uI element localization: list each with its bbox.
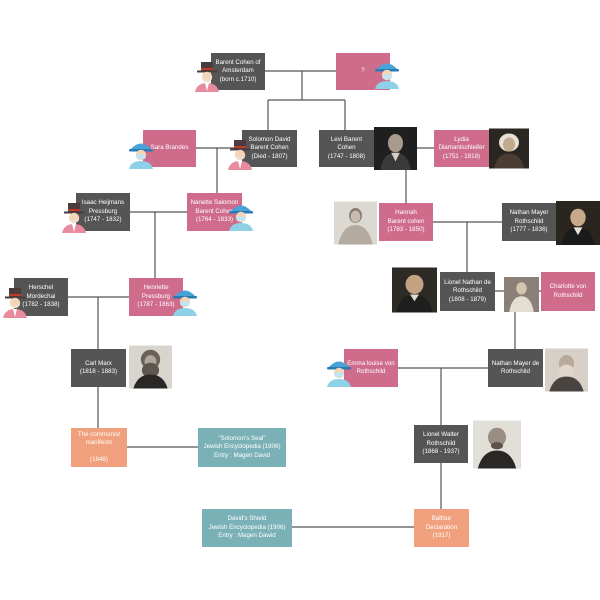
man-with-top-hat-icon bbox=[2, 288, 28, 318]
node-charlotte[interactable]: Charlotte von Rothschild bbox=[541, 272, 595, 311]
woman-with-bonnet-icon bbox=[326, 357, 352, 387]
node-solomons-seal[interactable]: "Solomon's Seal" Jewish Encyclopedia (19… bbox=[198, 428, 286, 467]
portrait-charlotte bbox=[504, 276, 539, 313]
woman-with-bonnet-icon bbox=[172, 286, 198, 316]
node-sara-brandes[interactable]: Sara Brandes bbox=[143, 130, 196, 167]
portrait-lydia bbox=[489, 127, 529, 170]
node-nathan-mayer-rothschild[interactable]: Nathan Mayer Rothschild (1777 - 1836) bbox=[502, 203, 556, 241]
node-henriette[interactable]: Henriette Pressburg (1787 - 1863) bbox=[129, 278, 183, 316]
portrait-nathan-mayer-de-rothschild bbox=[545, 343, 588, 397]
man-with-top-hat-icon bbox=[194, 62, 220, 92]
node-balfour-declaration[interactable]: Balfour Declaration (1917) bbox=[414, 509, 469, 547]
node-hannah[interactable]: Hannah Barent cohen (1783 - 1850) bbox=[379, 203, 433, 241]
node-nathan-mayer-de-rothschild[interactable]: Nathan Mayer de Rothschild bbox=[488, 349, 543, 387]
node-levi-barent-cohen[interactable]: Levi Barent Cohen (1747 - 1808) bbox=[319, 130, 374, 167]
node-davids-shield[interactable]: David's Shield Jewish Encyclopedia (1906… bbox=[202, 509, 292, 547]
woman-with-bonnet-icon bbox=[228, 201, 254, 231]
node-lionel-nathan[interactable]: Lionel Nathan de Rothschild (1808 - 1879… bbox=[440, 272, 495, 311]
portrait-lionel-walter bbox=[473, 420, 521, 469]
node-karl-marx[interactable]: Carl Marx (1818 - 1883) bbox=[71, 349, 126, 387]
node-emma[interactable]: Emma louise von Rothschild bbox=[344, 349, 398, 387]
node-barent-cohen[interactable]: Barent Cohen of Amsterdam (born c.1710) bbox=[211, 53, 265, 90]
woman-with-bonnet-icon bbox=[128, 139, 154, 169]
portrait-nathan-mayer-rothschild bbox=[556, 200, 600, 246]
portrait-levi-barent-cohen bbox=[374, 127, 417, 170]
man-with-top-hat-icon bbox=[227, 140, 253, 170]
portrait-karl-marx bbox=[129, 344, 172, 390]
portrait-hannah bbox=[334, 199, 377, 247]
man-with-top-hat-icon bbox=[61, 203, 87, 233]
node-lionel-walter[interactable]: Lionel Walter Rothschild (1868 - 1937) bbox=[414, 425, 468, 463]
node-communist-manifesto[interactable]: The communist manifesto (1848) bbox=[71, 428, 127, 467]
woman-with-bonnet-icon bbox=[374, 59, 400, 89]
node-isaac-pressburg[interactable]: Isaac Heijmans Pressburg (1747 - 1832) bbox=[76, 193, 130, 231]
portrait-lionel-nathan bbox=[392, 266, 437, 314]
node-solomon-david[interactable]: Solomon David Barent Cohen (Died - 1807) bbox=[242, 130, 297, 167]
node-lydia[interactable]: Lydia Diamantschleifer (1751 - 1818) bbox=[434, 130, 489, 167]
